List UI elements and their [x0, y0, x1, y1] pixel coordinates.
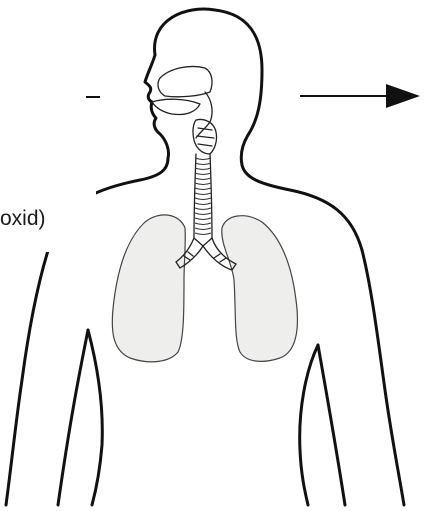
- trachea-ring: [195, 183, 211, 185]
- right-torso: [300, 345, 318, 505]
- nasal-oral-cavity: [152, 66, 212, 138]
- nasal-cavity: [158, 66, 212, 96]
- trachea-ring: [195, 188, 211, 190]
- trachea-ring: [195, 218, 211, 220]
- left-lung-viewer-right: [222, 216, 298, 362]
- right-arm-inner: [318, 345, 345, 505]
- right-lung-viewer-left: [112, 215, 185, 362]
- trachea-ring: [195, 213, 211, 215]
- trachea-ring: [195, 178, 211, 180]
- left-label-text: oxid): [0, 208, 46, 229]
- left-torso: [88, 330, 102, 505]
- trachea-ring: [195, 158, 211, 160]
- arrow-left-stub: [86, 96, 100, 98]
- trachea: [194, 154, 212, 238]
- arrow-right-icon: [300, 84, 420, 108]
- left-arm-inner: [58, 330, 88, 505]
- head-outline: [155, 9, 262, 165]
- bronchi-rings: [184, 252, 226, 262]
- mouth-cavity: [152, 99, 200, 114]
- trachea-ring: [195, 168, 211, 170]
- trachea-ring: [195, 198, 211, 200]
- trachea-ring: [195, 193, 211, 195]
- trachea-ring: [195, 228, 211, 230]
- trachea-ring: [195, 203, 211, 205]
- right-arm-outer: [362, 250, 404, 505]
- throat-curve: [196, 92, 212, 138]
- lungs: [112, 215, 297, 362]
- trachea-right-wall: [210, 154, 212, 238]
- trachea-ring: [195, 223, 211, 225]
- trachea-ring: [195, 163, 211, 165]
- trachea-rings: [195, 158, 211, 235]
- trachea-ring: [195, 208, 211, 210]
- trachea-left-wall: [194, 154, 196, 238]
- trachea-ring: [195, 173, 211, 175]
- trachea-ring: [195, 233, 211, 235]
- left-arm-outer: [6, 230, 55, 505]
- larynx-ridges: [197, 128, 214, 146]
